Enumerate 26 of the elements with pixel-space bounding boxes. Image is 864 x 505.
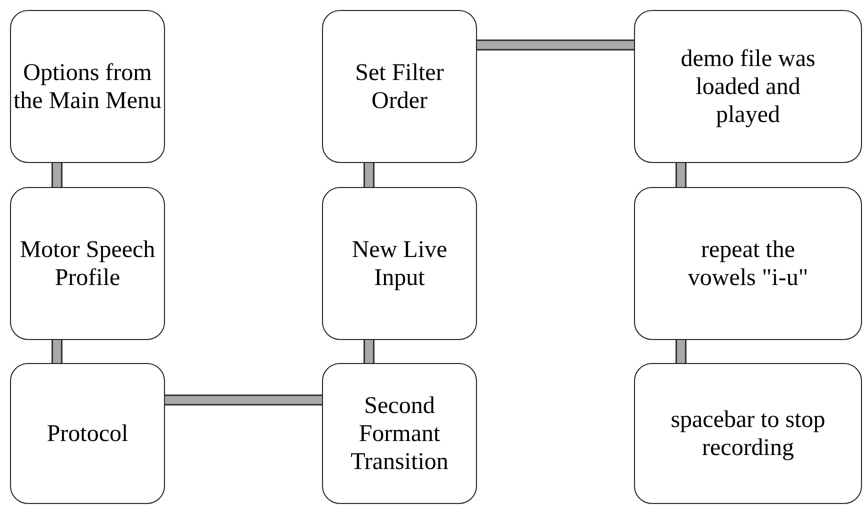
box-label: demo file was loaded and played [680,44,816,128]
connector-bar [364,163,374,187]
process-box [322,187,477,340]
process-box [10,10,165,163]
connector-bar [364,340,374,363]
box-label: Protocol [46,420,128,448]
connector-bar [52,340,62,363]
process-box [634,187,862,340]
process-box [322,363,477,504]
process-box [634,363,862,504]
box-label: New Live Input [350,236,448,292]
box-label: Second Formant Transition [350,392,450,476]
connector-bar [477,40,634,50]
process-box [322,10,477,163]
box-label: Motor Speech Profile [18,236,156,292]
box-label: Options from the Main Menu [13,58,162,114]
connector-bar [52,163,62,187]
connector-bar [165,394,322,406]
connector-bar [676,163,686,187]
box-label: Set Filter Order [354,58,445,114]
process-box [10,363,165,504]
process-box [10,187,165,340]
box-label: repeat the vowels "i-u" [686,236,810,292]
box-label: spacebar to stop recording [670,406,826,462]
connector-bar [676,340,686,363]
process-box [634,10,862,163]
